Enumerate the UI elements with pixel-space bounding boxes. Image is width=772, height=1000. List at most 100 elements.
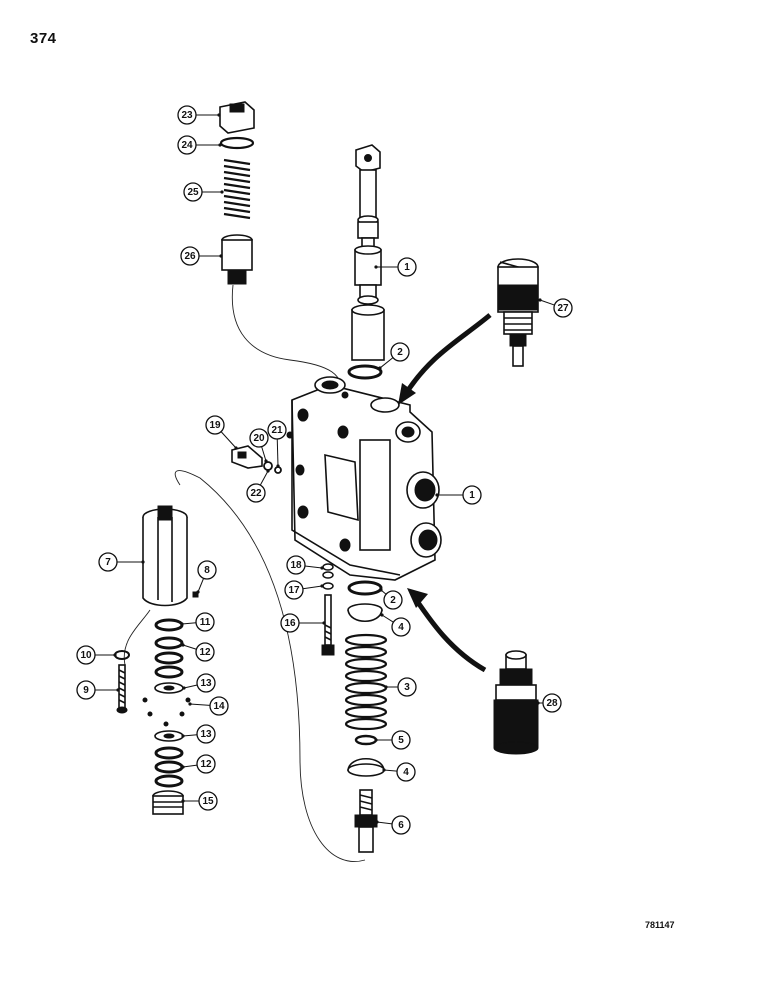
callout-12-bottom: 12 — [181, 754, 216, 774]
callout-circle — [542, 693, 562, 713]
callout-circle — [196, 754, 216, 774]
callout-28: 28 — [536, 693, 562, 713]
callout-leader-tip — [234, 446, 238, 450]
callout-number: 2 — [390, 595, 396, 606]
callout-6: 6 — [375, 815, 411, 835]
callout-leader-tip — [181, 799, 185, 803]
callout-17: 17 — [284, 580, 324, 600]
callout-1-body: 1 — [435, 485, 482, 505]
spool-return-parts — [344, 580, 388, 853]
callout-leader-line — [182, 644, 197, 650]
callout-14: 14 — [188, 696, 229, 716]
callout-leader-line — [381, 614, 394, 623]
callout-circle — [197, 560, 217, 580]
callout-leader-line — [376, 821, 393, 825]
callout-circle — [286, 555, 306, 575]
callout-circle — [396, 762, 416, 782]
callout-23: 23 — [177, 105, 221, 125]
callout-circle — [98, 552, 118, 572]
callout-number: 10 — [80, 650, 92, 661]
callout-25: 25 — [183, 182, 224, 202]
callout-leader-tip — [374, 738, 378, 742]
callout-circle — [391, 815, 411, 835]
callout-leader-tip — [196, 590, 200, 594]
callout-4-top: 4 — [380, 613, 411, 637]
callout-22: 22 — [246, 469, 270, 503]
callout-number: 7 — [105, 557, 111, 568]
callout-number: 28 — [546, 698, 558, 709]
callout-circle — [76, 645, 96, 665]
callout-leader-line — [261, 446, 267, 462]
callout-leader-line — [259, 470, 269, 486]
callout-number: 27 — [557, 303, 569, 314]
callout-leader-tip — [188, 702, 192, 706]
callout-circle — [391, 730, 411, 750]
callout-20: 20 — [249, 428, 269, 463]
callout-leader-tip — [382, 768, 386, 772]
left-stack-parts — [114, 618, 191, 815]
callout-leader-tip — [435, 493, 439, 497]
callout-circle — [383, 590, 403, 610]
callout-number: 11 — [200, 617, 211, 628]
page-number: 374 — [30, 30, 57, 47]
callout-leader-tip — [320, 566, 324, 570]
callout-number: 26 — [184, 251, 196, 262]
callout-circle — [196, 673, 216, 693]
callout-leader-line — [182, 764, 198, 768]
callout-16: 16 — [280, 613, 326, 633]
callout-number: 3 — [404, 682, 410, 693]
callout-leader-tip — [378, 366, 382, 370]
callout-26: 26 — [180, 246, 223, 266]
callout-number: 4 — [403, 767, 409, 778]
callout-leader-tip — [217, 113, 221, 117]
callout-leader-line — [383, 769, 398, 772]
callout-number: 6 — [398, 820, 404, 831]
callout-number: 4 — [398, 622, 404, 633]
callout-13-top: 13 — [182, 673, 216, 693]
callout-circle — [205, 415, 225, 435]
callout-circle — [180, 246, 200, 266]
relief-cartridge-27 — [497, 258, 539, 367]
callout-number: 19 — [209, 420, 221, 431]
callout-circle — [195, 642, 215, 662]
callout-leader-tip — [181, 643, 185, 647]
callout-leader-tip — [276, 464, 280, 468]
callout-circle — [280, 613, 300, 633]
callout-number: 21 — [271, 425, 283, 436]
callout-leader-tip — [374, 265, 378, 269]
callout-circle — [397, 257, 417, 277]
callout-12-top: 12 — [181, 642, 215, 662]
callout-leader-tip — [141, 560, 145, 564]
callout-leader-line — [304, 565, 323, 569]
callout-number: 20 — [253, 433, 265, 444]
spool-assembly — [347, 144, 385, 380]
callout-15: 15 — [181, 791, 218, 811]
callout-4-bottom: 4 — [382, 762, 416, 782]
callout-leader-tip — [536, 701, 540, 705]
callout-13-bottom: 13 — [181, 724, 216, 744]
callout-11: 11 — [180, 612, 215, 632]
callout-24: 24 — [177, 135, 222, 155]
callout-leader-tip — [384, 685, 388, 689]
callout-circle — [209, 696, 229, 716]
relief-cartridge-28 — [493, 650, 539, 755]
callout-number: 12 — [200, 759, 212, 770]
callout-number: 15 — [202, 796, 214, 807]
callout-leader-line — [183, 684, 198, 689]
callout-leader-tip — [181, 765, 185, 769]
callout-number: 2 — [397, 347, 403, 358]
callout-1-spool: 1 — [374, 257, 417, 277]
callout-leader-tip — [320, 584, 324, 588]
callout-leader-line — [220, 431, 237, 449]
callout-circle — [183, 182, 203, 202]
callout-leader-tip — [180, 622, 184, 626]
callout-27: 27 — [538, 298, 573, 318]
callout-3: 3 — [384, 677, 417, 697]
callout-number: 9 — [83, 685, 89, 696]
callout-circle — [195, 612, 215, 632]
callout-number: 1 — [469, 490, 475, 501]
callout-leader-line — [302, 585, 323, 590]
callout-leader-tip — [219, 254, 223, 258]
